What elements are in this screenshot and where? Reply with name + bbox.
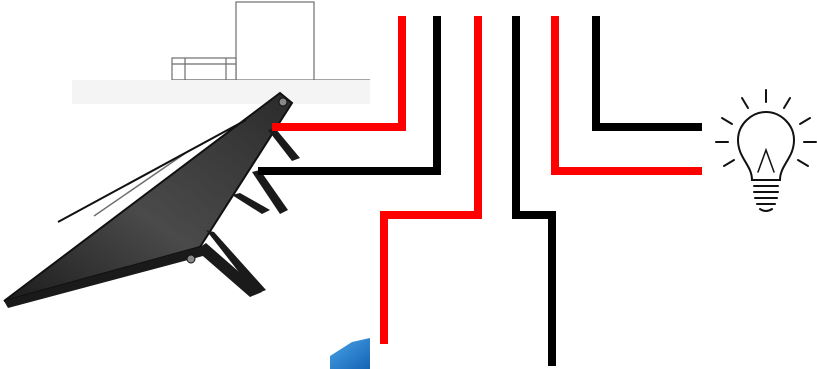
load-positive-wire <box>555 16 702 171</box>
battery-corner-icon <box>330 338 370 369</box>
solar-panel-icon <box>4 93 300 308</box>
shelf-shade <box>72 80 370 104</box>
charge-controller-outline-icon <box>172 2 370 80</box>
light-bulb-icon <box>716 90 816 211</box>
load-negative-wire <box>596 16 702 127</box>
battery-negative-wire <box>516 16 552 366</box>
